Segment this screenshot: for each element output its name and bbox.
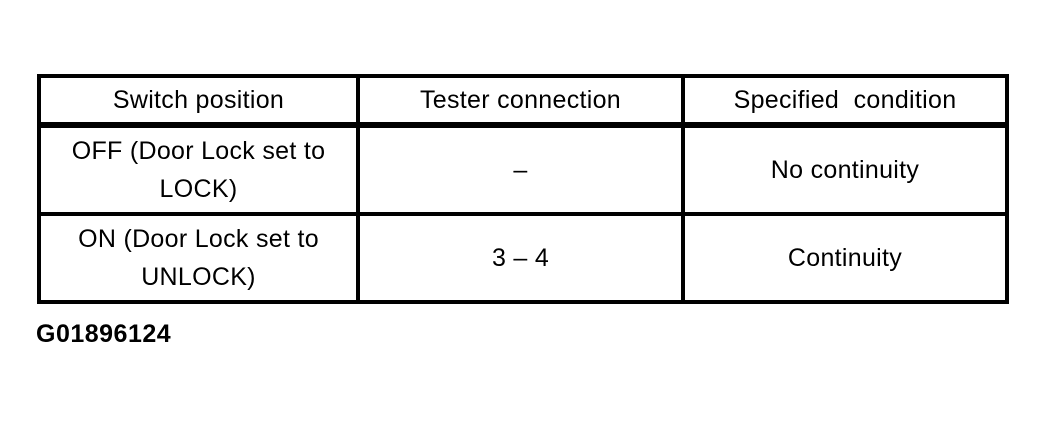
figure-id-label: G01896124 (36, 320, 172, 348)
cell-tester-connection-off: – (356, 123, 685, 216)
table-header-row: Switch position Tester connection Specif… (37, 74, 1009, 128)
cell-tester-connection-on: 3 – 4 (356, 212, 685, 304)
table-row-off: OFF (Door Lock set to LOCK) – No continu… (37, 123, 1009, 216)
door-lock-continuity-table: Switch position Tester connection Specif… (37, 74, 1009, 304)
column-header-tester-connection: Tester connection (356, 74, 685, 128)
cell-switch-position-on: ON (Door Lock set to UNLOCK) (37, 212, 360, 304)
cell-specified-condition-on: Continuity (681, 212, 1009, 304)
column-header-switch-position: Switch position (37, 74, 360, 128)
cell-specified-condition-off: No continuity (681, 123, 1009, 216)
table-row-on: ON (Door Lock set to UNLOCK) 3 – 4 Conti… (37, 212, 1009, 304)
cell-switch-position-off: OFF (Door Lock set to LOCK) (37, 123, 360, 216)
column-header-specified-condition: Specified condition (681, 74, 1009, 128)
